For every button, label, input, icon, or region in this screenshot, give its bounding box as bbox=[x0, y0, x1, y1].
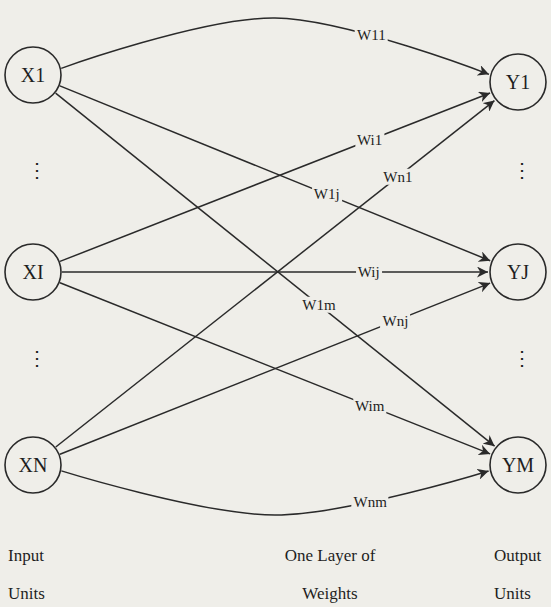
ellipsis-mark: ⋮ bbox=[27, 160, 41, 180]
unit-name: YJ bbox=[507, 262, 529, 282]
unit-name: XI bbox=[22, 262, 43, 282]
unit-name: X1 bbox=[21, 65, 45, 85]
weight-label: Wim bbox=[353, 398, 386, 415]
weight-connection bbox=[60, 283, 490, 454]
connector-group bbox=[56, 18, 495, 515]
weight-label: W11 bbox=[355, 27, 388, 44]
neuron-circle: XN bbox=[4, 436, 62, 494]
unit-name: Y1 bbox=[506, 72, 530, 92]
circle-outline bbox=[490, 437, 546, 493]
unit-name: XN bbox=[19, 455, 48, 475]
neuron-circle: X1 bbox=[4, 46, 62, 104]
weight-connection bbox=[60, 283, 490, 454]
weight-connection bbox=[61, 18, 489, 74]
neuron-circle: Y1 bbox=[489, 53, 547, 111]
circle-outline bbox=[490, 54, 546, 110]
weight-label: Wi1 bbox=[355, 132, 384, 149]
weight-label: Wnm bbox=[351, 494, 388, 511]
weight-connection bbox=[56, 93, 495, 446]
weight-connection bbox=[60, 86, 490, 261]
neuron-circle: YJ bbox=[489, 243, 547, 301]
neuron-circle: YM bbox=[489, 436, 547, 494]
ellipsis-mark: ⋮ bbox=[512, 348, 526, 368]
circle-outline bbox=[5, 437, 61, 493]
weight-connection bbox=[56, 101, 495, 447]
circle-outline bbox=[5, 47, 61, 103]
weight-label: W1m bbox=[300, 297, 337, 314]
unit-name: YM bbox=[502, 455, 534, 475]
weight-label: W1j bbox=[312, 186, 342, 203]
ellipsis-mark: ⋮ bbox=[27, 348, 41, 368]
neuron-circle: XI bbox=[4, 243, 62, 301]
circle-outline bbox=[5, 244, 61, 300]
caption-text: Output Units bbox=[494, 537, 548, 607]
ellipsis-mark: ⋮ bbox=[512, 160, 526, 180]
weight-label: Wn1 bbox=[381, 169, 414, 186]
weight-connection bbox=[60, 93, 490, 261]
weight-label: Wij bbox=[356, 264, 382, 281]
weight-connection bbox=[62, 271, 488, 273]
weight-label: Wnj bbox=[381, 313, 411, 330]
caption-text: Input Units bbox=[8, 537, 70, 607]
weight-connection bbox=[61, 471, 488, 515]
circle-outline bbox=[490, 244, 546, 300]
caption-text: One Layer of Weights bbox=[272, 537, 388, 607]
